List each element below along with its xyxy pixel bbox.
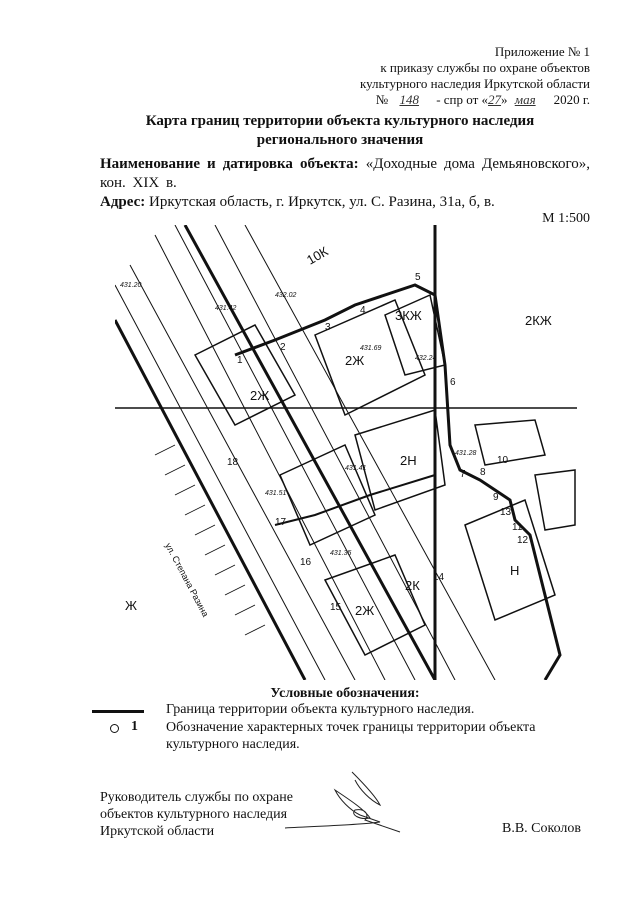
appendix-title: Приложение № 1	[494, 44, 590, 59]
order-number: 148	[399, 92, 419, 107]
svg-text:11: 11	[512, 522, 523, 533]
svg-text:10К: 10К	[304, 243, 331, 267]
svg-text:1: 1	[237, 355, 243, 366]
svg-text:9: 9	[493, 492, 499, 503]
order-month: мая	[514, 92, 536, 107]
svg-text:6: 6	[450, 377, 456, 388]
title-line-1: Карта границ территории объекта культурн…	[145, 113, 535, 129]
legend-item-points: Обозначение характерных точек границы те…	[166, 720, 536, 752]
svg-text:Ж: Ж	[125, 598, 137, 613]
svg-text:2: 2	[280, 342, 286, 353]
svg-text:15: 15	[330, 602, 342, 613]
svg-text:431.42: 431.42	[215, 305, 237, 312]
svg-text:431.28: 431.28	[455, 450, 477, 457]
document-title: Карта границ территории объекта культурн…	[0, 112, 640, 150]
svg-text:Н: Н	[510, 563, 519, 578]
svg-text:2Н: 2Н	[400, 453, 417, 468]
boundary-line-icon	[92, 710, 144, 713]
address-value: Иркутская область, г. Иркутск, ул. С. Ра…	[149, 194, 495, 210]
title-line-2: регионального значения	[256, 132, 424, 148]
svg-text:432.02: 432.02	[275, 292, 297, 299]
signatory-title: Руководитель службы по охране объектов к…	[100, 789, 293, 840]
legend-title: Условные обозначения:	[270, 686, 420, 701]
svg-text:16: 16	[300, 557, 312, 568]
svg-text:7: 7	[460, 469, 466, 480]
number-prefix: №	[375, 92, 389, 107]
svg-text:10: 10	[497, 455, 509, 466]
svg-text:431.69: 431.69	[360, 345, 382, 352]
svg-text:2К: 2К	[405, 578, 420, 593]
svg-text:2Ж: 2Ж	[250, 388, 269, 403]
boundary-point-icon	[110, 724, 119, 733]
svg-text:12: 12	[517, 535, 529, 546]
svg-text:3КЖ: 3КЖ	[395, 308, 422, 323]
date-quote: »	[501, 92, 508, 107]
svg-text:431.51: 431.51	[265, 490, 287, 497]
svg-text:13: 13	[500, 507, 512, 518]
legend-item-boundary: Граница территории объекта культурного н…	[166, 702, 475, 717]
svg-text:5: 5	[415, 272, 421, 283]
appendix-order-line: к приказу службы по охране объектов	[380, 60, 590, 75]
handwritten-signature-icon	[284, 771, 401, 833]
object-address: Адрес: Иркутская область, г. Иркутск, ул…	[100, 194, 495, 211]
svg-text:17: 17	[275, 517, 287, 528]
svg-text:18: 18	[227, 457, 239, 468]
svg-text:431.20: 431.20	[120, 282, 142, 289]
order-day: 27	[488, 92, 502, 107]
svg-text:2Ж: 2Ж	[355, 603, 374, 618]
svg-text:ул. Степана Разина: ул. Степана Разина	[163, 541, 210, 618]
signatory-line-3: Иркутской области	[100, 824, 215, 839]
svg-text:431.35: 431.35	[330, 550, 352, 557]
signatory-name: В.В. Соколов	[502, 821, 582, 836]
object-name-value: «Доходные дома Демьяновского», кон. XIX …	[100, 156, 591, 191]
svg-text:4: 4	[360, 305, 366, 316]
svg-text:432.24: 432.24	[415, 355, 437, 362]
signatory-line-1: Руководитель службы по охране	[100, 790, 293, 805]
svg-text:3: 3	[325, 322, 331, 333]
appendix-header: Приложение № 1 к приказу службы по охран…	[360, 44, 590, 108]
map-scale: М 1:500	[542, 211, 590, 226]
appendix-number-line: № 148 - спр от «27» мая 2020 г.	[360, 92, 590, 108]
date-prefix: - спр от «	[436, 92, 489, 107]
svg-text:8: 8	[480, 467, 486, 478]
appendix-agency-line: культурного наследия Иркутской области	[359, 76, 590, 91]
object-name-label: Наименование и датировка объекта:	[100, 156, 359, 172]
svg-text:431.41: 431.41	[345, 465, 367, 472]
object-name: Наименование и датировка объекта: «Доход…	[100, 155, 590, 193]
svg-text:2КЖ: 2КЖ	[525, 313, 552, 328]
order-year: 2020 г.	[553, 92, 590, 107]
legend-point-number: 1	[131, 719, 138, 734]
svg-text:2Ж: 2Ж	[345, 353, 364, 368]
signatory-line-2: объектов культурного наследия	[100, 807, 288, 822]
address-label: Адрес:	[100, 194, 146, 210]
svg-text:14: 14	[433, 572, 445, 583]
